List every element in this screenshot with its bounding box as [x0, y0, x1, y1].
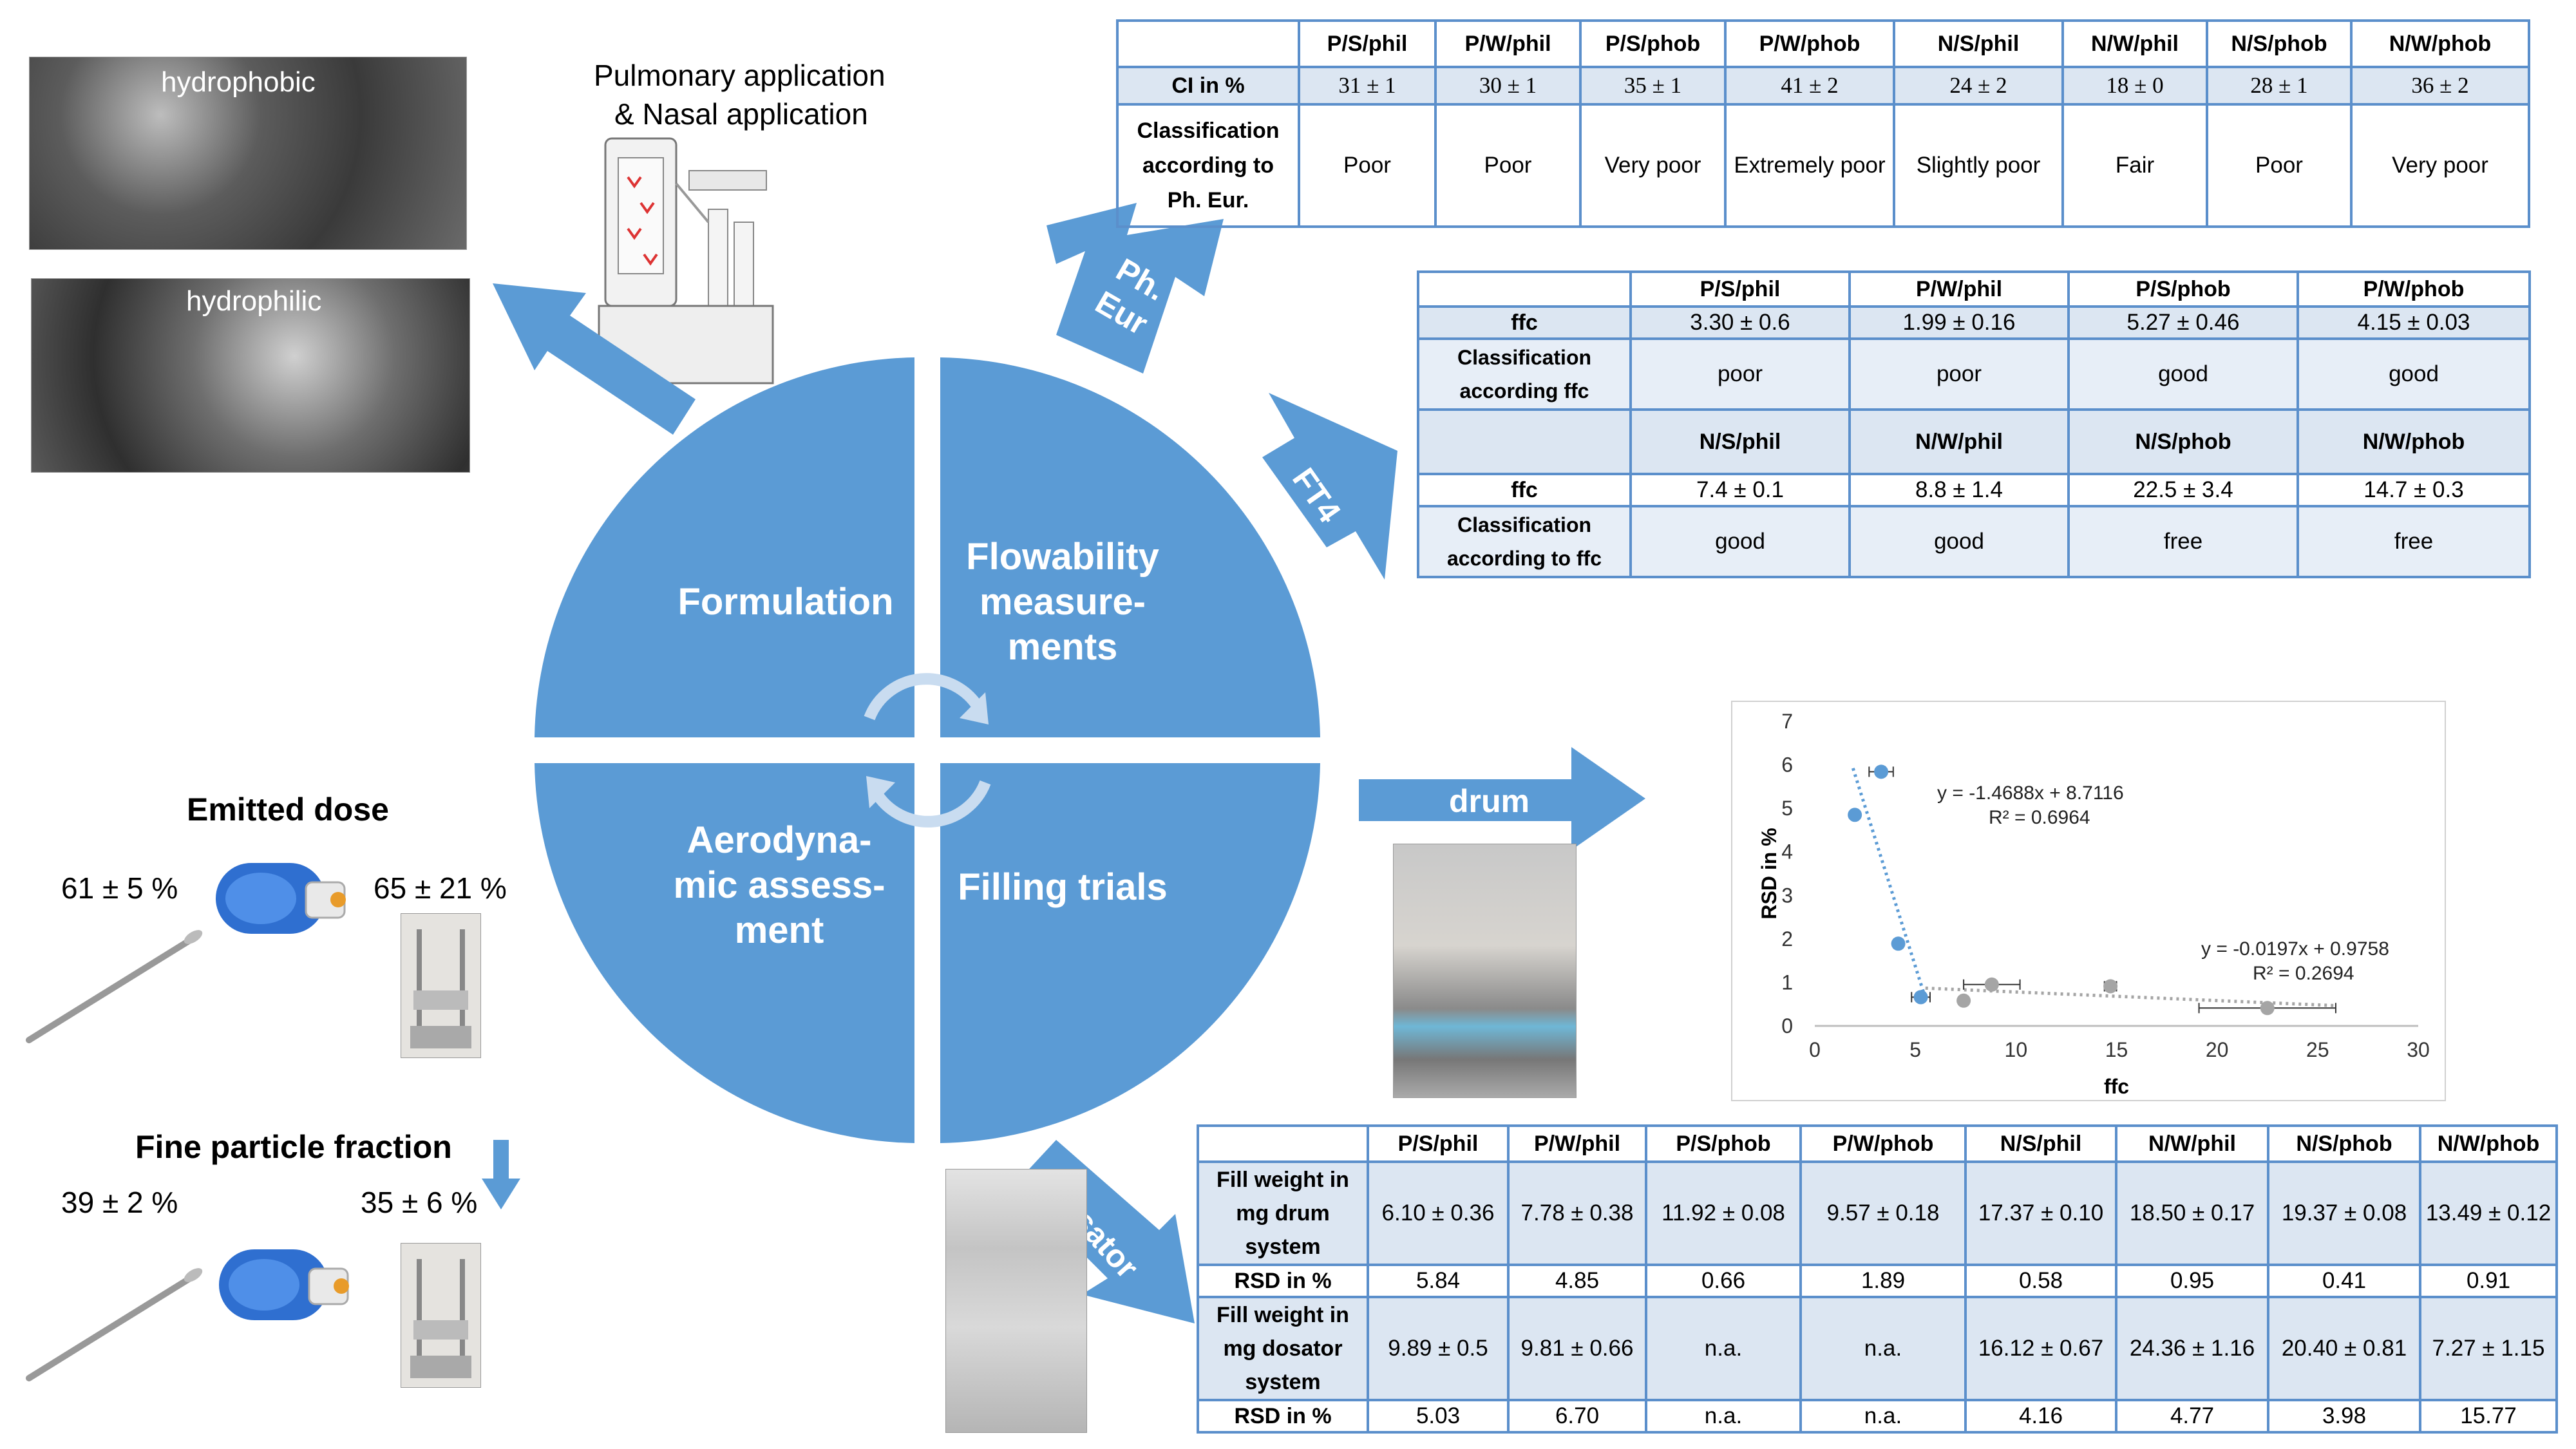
spatula-icon [26, 930, 203, 1043]
fpf-left: 39 ± 2 % [61, 1186, 178, 1219]
arrow-label-drum: drum [1449, 783, 1530, 819]
y-tick-label: 2 [1781, 927, 1793, 951]
quadrant-label-aerodynamic: Aerodyna-mic assess-ment [673, 819, 886, 951]
quadrant-formulation [535, 357, 914, 737]
emitted-dose-left: 61 ± 5 % [61, 871, 178, 905]
quadrant-filling [940, 763, 1320, 1143]
sem-image-hydrophilic: hydrophilic [31, 278, 470, 473]
quadrant-aerodynamic [535, 763, 914, 1143]
arrow-ph-eur [1046, 203, 1224, 374]
dosator-photo [945, 1169, 1087, 1433]
fpf-title: Fine particle fraction [135, 1129, 452, 1165]
x-tick-label: 10 [2005, 1038, 2028, 1061]
application-line1: Pulmonary application [594, 59, 886, 92]
y-tick-label: 3 [1781, 884, 1793, 907]
data-point [1848, 808, 1862, 822]
sem-label-hydrophobic: hydrophobic [161, 66, 316, 98]
emitted-dose-title: Emitted dose [187, 791, 389, 828]
workflow-circle [535, 357, 1320, 1143]
down-arrow-icon [482, 1140, 520, 1209]
inhaler-icon-2 [219, 1249, 349, 1320]
sem-label-hydrophilic: hydrophilic [186, 285, 322, 317]
y-tick-label: 4 [1781, 840, 1793, 864]
trendline [1925, 986, 2336, 1008]
spray-dryer-illustration [598, 137, 774, 384]
impactor-icon-2 [401, 1243, 481, 1388]
y-tick-label: 7 [1781, 710, 1793, 733]
x-tick-label: 0 [1809, 1038, 1821, 1061]
data-point [1956, 993, 1971, 1008]
y-tick-label: 5 [1781, 797, 1793, 820]
y-tick-label: 0 [1781, 1014, 1793, 1037]
trend-equation: y = -0.0197x + 0.9758 [2201, 938, 2389, 960]
arrow-ft4 [1262, 393, 1397, 580]
x-tick-label: 15 [2105, 1038, 2128, 1061]
cycle-arrow-bottom [871, 780, 991, 828]
data-point [1891, 936, 1906, 951]
trend-r2: R² = 0.6964 [1989, 807, 2090, 828]
impactor-icon [401, 913, 481, 1058]
emitted-dose-right: 65 ± 21 % [374, 871, 507, 905]
data-point [1984, 977, 1999, 992]
quadrant-label-formulation: Formulation [677, 581, 894, 623]
y-tick-label: 1 [1781, 971, 1793, 994]
x-tick-label: 25 [2306, 1038, 2329, 1061]
sem-image-hydrophobic: hydrophobic [29, 57, 467, 250]
fpf-right: 35 ± 6 % [361, 1186, 478, 1219]
arrow-drum [1359, 747, 1645, 850]
data-point [2260, 1001, 2275, 1016]
data-point [1874, 764, 1889, 779]
x-tick-label: 5 [1909, 1038, 1921, 1061]
spatula-icon-2 [26, 1268, 203, 1381]
arrow-to-formulation-images [493, 283, 696, 435]
x-axis-label: ffc [2104, 1075, 2129, 1098]
data-point [2103, 979, 2118, 994]
trend-equation: y = -1.4688x + 8.7116 [1937, 782, 2124, 804]
cycle-arrow-top [864, 673, 984, 721]
quadrant-flowability [940, 357, 1320, 737]
drum-filler-photo [1393, 844, 1577, 1098]
inhaler-icon [216, 863, 346, 934]
x-tick-label: 30 [2407, 1038, 2430, 1061]
trend-r2: R² = 0.2694 [2253, 963, 2354, 984]
chart-frame [1731, 701, 2446, 1101]
application-line2: & Nasal application [614, 97, 868, 131]
x-tick-label: 20 [2206, 1038, 2229, 1061]
trendline [1851, 768, 1927, 999]
data-point [1913, 990, 1928, 1005]
y-axis-label: RSD in % [1757, 828, 1781, 919]
rsd-vs-ffc-chart: 0 5 10 15 20 25 30 0 1 2 3 4 5 6 7 ffc RSD in % y = -1.46… [1757, 710, 2430, 1098]
quadrant-label-filling: Filling trials [958, 866, 1168, 908]
y-tick-label: 6 [1781, 753, 1793, 777]
